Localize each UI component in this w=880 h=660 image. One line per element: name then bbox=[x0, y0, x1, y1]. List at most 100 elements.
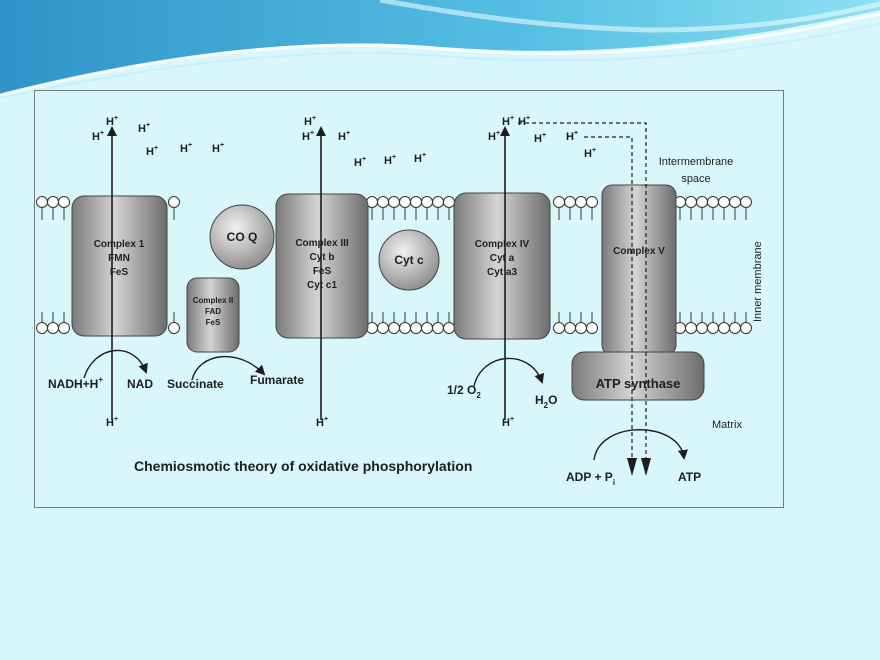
proton-label-16: H+ bbox=[566, 130, 578, 143]
complex-3-cytb: Cyt b bbox=[310, 252, 335, 263]
inner-membrane-label: Inner membrane bbox=[752, 241, 764, 322]
nad-label: NAD bbox=[127, 377, 153, 391]
lipid-bead bbox=[58, 196, 70, 208]
figure-frame bbox=[34, 90, 784, 508]
lipid-bead bbox=[553, 196, 565, 208]
proton-return-channel bbox=[518, 122, 647, 468]
lipid-bead bbox=[586, 322, 598, 334]
proton-label-2: H+ bbox=[138, 122, 150, 135]
lipid-bead bbox=[443, 322, 455, 334]
proton-pump-arrows bbox=[107, 126, 510, 420]
proton-label-7: H+ bbox=[302, 130, 314, 143]
proton-label-12: H+ bbox=[502, 115, 514, 128]
proton-label-15: H+ bbox=[534, 132, 546, 145]
lipid-bead bbox=[388, 196, 400, 208]
complex-4-cyta: Cyt a bbox=[490, 253, 515, 264]
lipid-bead bbox=[696, 196, 708, 208]
complex-3: Complex III Cyt b FeS Cyt c1 bbox=[275, 193, 369, 339]
lipid-bead bbox=[685, 322, 697, 334]
lipid-bead bbox=[432, 322, 444, 334]
complex-1: Complex 1 FMN FeS bbox=[71, 195, 168, 337]
slide-header-wave bbox=[0, 0, 880, 99]
complex-2-fad: FAD bbox=[205, 307, 221, 316]
proton-label-3: H+ bbox=[146, 145, 158, 158]
proton-label-4: H+ bbox=[180, 142, 192, 155]
proton-labels: H+H+H+H+H+H+H+H+H+H+H+H+H+H+H+H+H+H+H+H+… bbox=[92, 115, 596, 429]
lipid-bead bbox=[564, 322, 576, 334]
complex-5-label: Complex V bbox=[613, 246, 665, 257]
proton-label-0: H+ bbox=[106, 115, 118, 128]
proton-label-14: H+ bbox=[488, 130, 500, 143]
atp-label: ATP bbox=[678, 470, 701, 484]
atp-synthase-label: ATP synthase bbox=[596, 376, 681, 391]
lipid-bead bbox=[729, 196, 741, 208]
lipid-bead bbox=[399, 196, 411, 208]
lipid-bead bbox=[421, 322, 433, 334]
complex-2-fes: FeS bbox=[206, 318, 221, 327]
matrix-label: Matrix bbox=[712, 419, 742, 431]
complex-3-fes: FeS bbox=[313, 266, 332, 277]
lipid-bead bbox=[410, 196, 422, 208]
atp-synthase: ATP synthase bbox=[571, 351, 705, 401]
proton-label-10: H+ bbox=[384, 154, 396, 167]
lipid-bead bbox=[564, 196, 576, 208]
lipid-bead bbox=[377, 196, 389, 208]
complex-4-label: Complex IV bbox=[475, 239, 530, 250]
complex-3-label: Complex III bbox=[295, 238, 349, 249]
lipid-bead bbox=[707, 322, 719, 334]
proton-label-8: H+ bbox=[338, 130, 350, 143]
coenzyme-q: CO Q bbox=[209, 204, 275, 270]
lipid-bead bbox=[740, 196, 752, 208]
lipid-bead bbox=[586, 196, 598, 208]
complex-4: Complex IV Cyt a Cyt a3 bbox=[453, 192, 551, 340]
lipid-bead bbox=[575, 322, 587, 334]
coq-label: CO Q bbox=[227, 230, 258, 244]
proton-label-17: H+ bbox=[584, 147, 596, 160]
proton-label-19: H+ bbox=[316, 416, 328, 429]
proton-label-11: H+ bbox=[414, 152, 426, 165]
lipid-bead bbox=[729, 322, 741, 334]
lipid-bead bbox=[553, 322, 565, 334]
complex-2-label: Complex II bbox=[193, 296, 233, 305]
lipid-bead bbox=[740, 322, 752, 334]
lipid-bead bbox=[707, 196, 719, 208]
intermembrane-label-2: space bbox=[681, 173, 710, 185]
complex-5: Complex V bbox=[601, 184, 677, 356]
proton-return-arrowheads bbox=[627, 458, 651, 476]
lipid-bead bbox=[443, 196, 455, 208]
complex-3-cytc1: Cyt c1 bbox=[307, 280, 337, 291]
complex-1-label: Complex 1 bbox=[94, 239, 145, 250]
adp-pi-label: ADP + Pi bbox=[566, 470, 615, 487]
oxphos-diagram: Complex 1 FMN FeS CO Q Complex II FAD Fe… bbox=[36, 115, 764, 487]
fumarate-label: Fumarate bbox=[250, 373, 304, 387]
proton-label-5: H+ bbox=[212, 142, 224, 155]
lipid-bead bbox=[421, 196, 433, 208]
half-o2-label: 1/2 O2 bbox=[447, 383, 481, 400]
complex-4-cyta3: Cyt a3 bbox=[487, 267, 517, 278]
lipid-bead bbox=[377, 322, 389, 334]
h2o-label: H2O bbox=[535, 393, 557, 410]
proton-label-18: H+ bbox=[106, 416, 118, 429]
lipid-bead bbox=[36, 196, 48, 208]
cytc-label: Cyt c bbox=[394, 253, 424, 267]
intermembrane-label-1: Intermembrane bbox=[659, 156, 734, 168]
proton-label-9: H+ bbox=[354, 156, 366, 169]
proton-label-1: H+ bbox=[92, 130, 104, 143]
nadh-label: NADH+H+ bbox=[48, 375, 103, 391]
lipid-bead bbox=[575, 196, 587, 208]
complex-2: Complex II FAD FeS bbox=[186, 277, 240, 353]
lipid-bead bbox=[168, 322, 180, 334]
complex-1-fmn: FMN bbox=[108, 253, 130, 264]
proton-label-20: H+ bbox=[502, 416, 514, 429]
lipid-bead bbox=[168, 196, 180, 208]
lipid-bead bbox=[36, 322, 48, 334]
complex-1-fes: FeS bbox=[110, 267, 129, 278]
proton-label-6: H+ bbox=[304, 115, 316, 128]
succinate-label: Succinate bbox=[167, 377, 224, 391]
lipid-bead bbox=[410, 322, 422, 334]
lipid-bead bbox=[685, 196, 697, 208]
proton-label-13: H+ bbox=[518, 115, 530, 128]
lipid-bead bbox=[399, 322, 411, 334]
lipid-bead bbox=[718, 322, 730, 334]
reaction-curves bbox=[83, 349, 688, 461]
